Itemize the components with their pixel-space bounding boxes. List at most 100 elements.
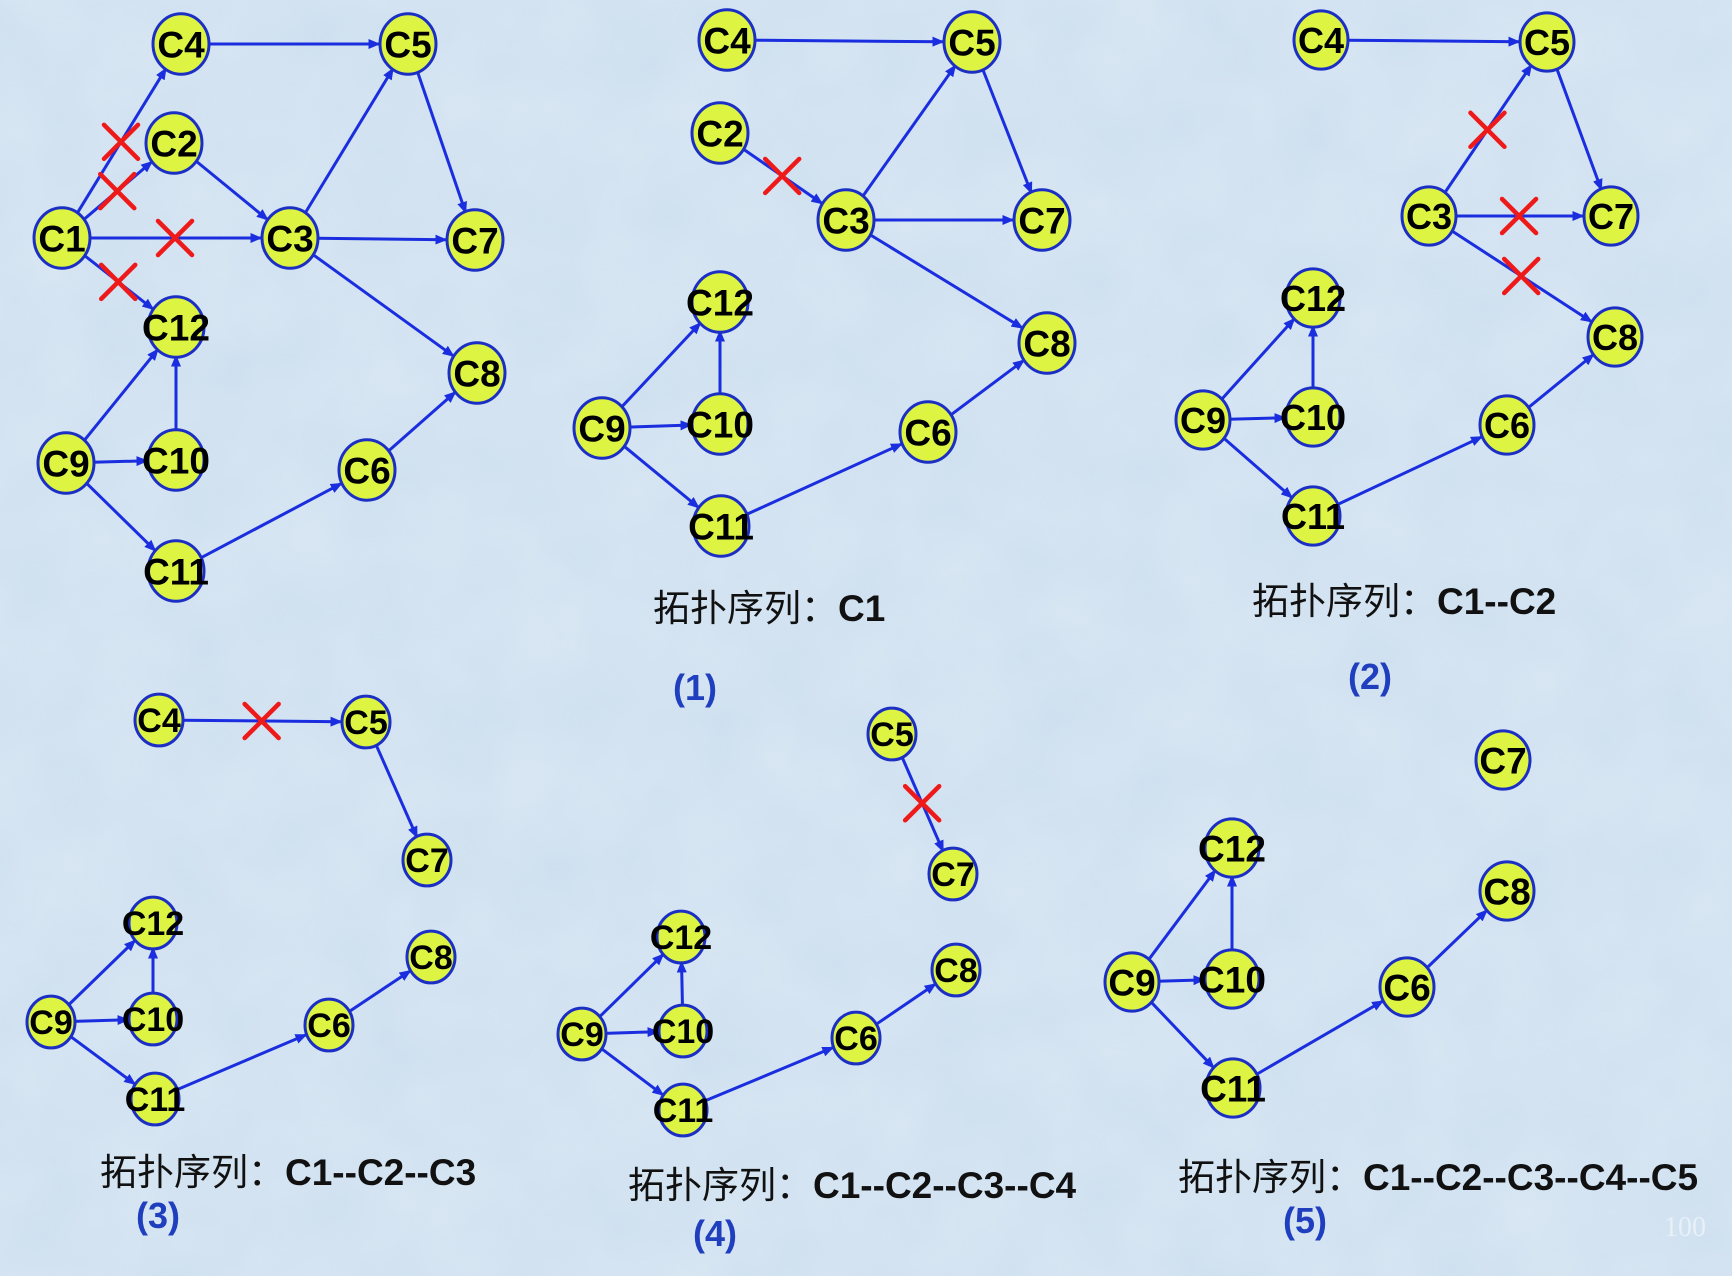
node-c5: C5	[340, 694, 392, 750]
caption-step-4: 拓扑序列：C1--C2--C3--C4	[628, 1165, 1077, 1206]
node-label: C10	[1198, 959, 1266, 1000]
edge-c6-c8	[1424, 908, 1489, 971]
node-c2: C2	[144, 111, 204, 175]
removed-edge-mark-c1-c2	[98, 171, 137, 211]
node-c7: C7	[1012, 188, 1072, 252]
node-c9: C9	[1174, 389, 1232, 451]
node-c12: C12	[650, 909, 712, 965]
node-c12: C12	[686, 270, 754, 334]
node-label: C7	[1588, 196, 1634, 237]
node-c12: C12	[122, 895, 184, 951]
node-label: C3	[266, 218, 313, 259]
node-label: C6	[307, 1007, 350, 1045]
node-label: C11	[1281, 496, 1345, 537]
node-label: C12	[650, 919, 712, 957]
edge-c9-c12	[81, 348, 160, 444]
node-c12: C12	[142, 295, 210, 359]
node-c9: C9	[1103, 951, 1161, 1013]
node-label: C12	[1280, 278, 1346, 319]
node-c8: C8	[1478, 860, 1536, 922]
node-label: C8	[934, 952, 977, 990]
node-label: C7	[1479, 740, 1526, 781]
node-c11: C11	[125, 1071, 185, 1127]
node-c8: C8	[930, 942, 982, 998]
node-c10: C10	[1198, 948, 1266, 1010]
edge-c9-c10	[628, 420, 693, 431]
edges	[1146, 869, 1489, 1077]
edge-c6-c8	[948, 358, 1026, 418]
node-label: C5	[1524, 22, 1570, 63]
node-c5: C5	[1518, 11, 1576, 73]
removed-edge-mark-c1-c12	[98, 262, 138, 302]
node-c5: C5	[942, 10, 1002, 74]
node-c10: C10	[122, 991, 184, 1047]
node-c3: C3	[816, 188, 876, 252]
node-label: C4	[137, 702, 181, 740]
edge-c9-c11	[1221, 435, 1294, 500]
node-label: C12	[1198, 828, 1266, 869]
edge-c2-c3	[193, 158, 269, 222]
node-c10: C10	[652, 1003, 714, 1059]
node-label: C10	[122, 1001, 184, 1039]
node-c10: C10	[142, 428, 210, 492]
edge-c9-c12	[1146, 869, 1217, 963]
node-c2: C2	[690, 101, 750, 165]
node-c8: C8	[447, 341, 507, 405]
edge-c9-c10	[73, 1015, 130, 1026]
node-label: C8	[1483, 871, 1530, 912]
node-c9: C9	[572, 396, 632, 460]
node-c9: C9	[36, 431, 96, 495]
edge-c5-c7	[373, 742, 419, 839]
node-label: C9	[29, 1004, 72, 1042]
edge-c9-c12	[597, 953, 665, 1020]
edge-c3-c7	[316, 234, 448, 245]
node-label: C11	[653, 1092, 714, 1130]
edge-c9-c11	[1148, 999, 1216, 1070]
edge-c5-c7	[415, 68, 468, 214]
node-label: C11	[1200, 1068, 1266, 1109]
node-c8: C8	[1017, 311, 1077, 375]
node-label: C10	[686, 404, 754, 445]
removed-edge-mark-c5-c7	[902, 783, 942, 823]
edge-c11-c6	[703, 1046, 835, 1103]
node-c6: C6	[898, 400, 958, 464]
node-c3: C3	[1400, 185, 1458, 247]
edge-c11-c6	[1335, 435, 1483, 507]
node-label: C5	[948, 22, 995, 63]
node-c3: C3	[260, 206, 320, 270]
node-c6: C6	[1378, 956, 1436, 1018]
removed-edge-mark-c4-c5	[242, 701, 281, 741]
node-label: C7	[451, 220, 498, 261]
node-label: C3	[1406, 196, 1452, 237]
edge-c11-c6	[744, 442, 903, 517]
node-label: C2	[696, 113, 743, 154]
edges	[66, 716, 419, 1092]
edge-c11-c6	[1254, 999, 1385, 1077]
node-label: C4	[703, 20, 751, 61]
edge-c3-c8	[867, 232, 1024, 330]
removed-marks	[902, 783, 942, 823]
edge-c11-c6	[198, 482, 343, 560]
node-label: C4	[157, 24, 205, 65]
panel-number-5: (5)	[1283, 1200, 1327, 1241]
node-label: C8	[409, 939, 452, 977]
panel-number-1: (1)	[673, 667, 717, 708]
node-label: C11	[688, 506, 754, 547]
edge-c3-c5	[860, 64, 957, 200]
node-c8: C8	[1586, 306, 1644, 368]
node-label: C12	[686, 282, 754, 323]
node-c10: C10	[686, 392, 754, 456]
edge-c3-c5	[302, 67, 395, 217]
node-c7: C7	[927, 846, 979, 902]
node-label: C10	[142, 440, 210, 481]
edge-c10-c12	[676, 960, 687, 1009]
edge-c6-c8	[1525, 353, 1595, 410]
node-c6: C6	[1478, 394, 1536, 456]
node-label: C11	[143, 551, 209, 592]
panel-number-4: (4)	[693, 1213, 737, 1254]
